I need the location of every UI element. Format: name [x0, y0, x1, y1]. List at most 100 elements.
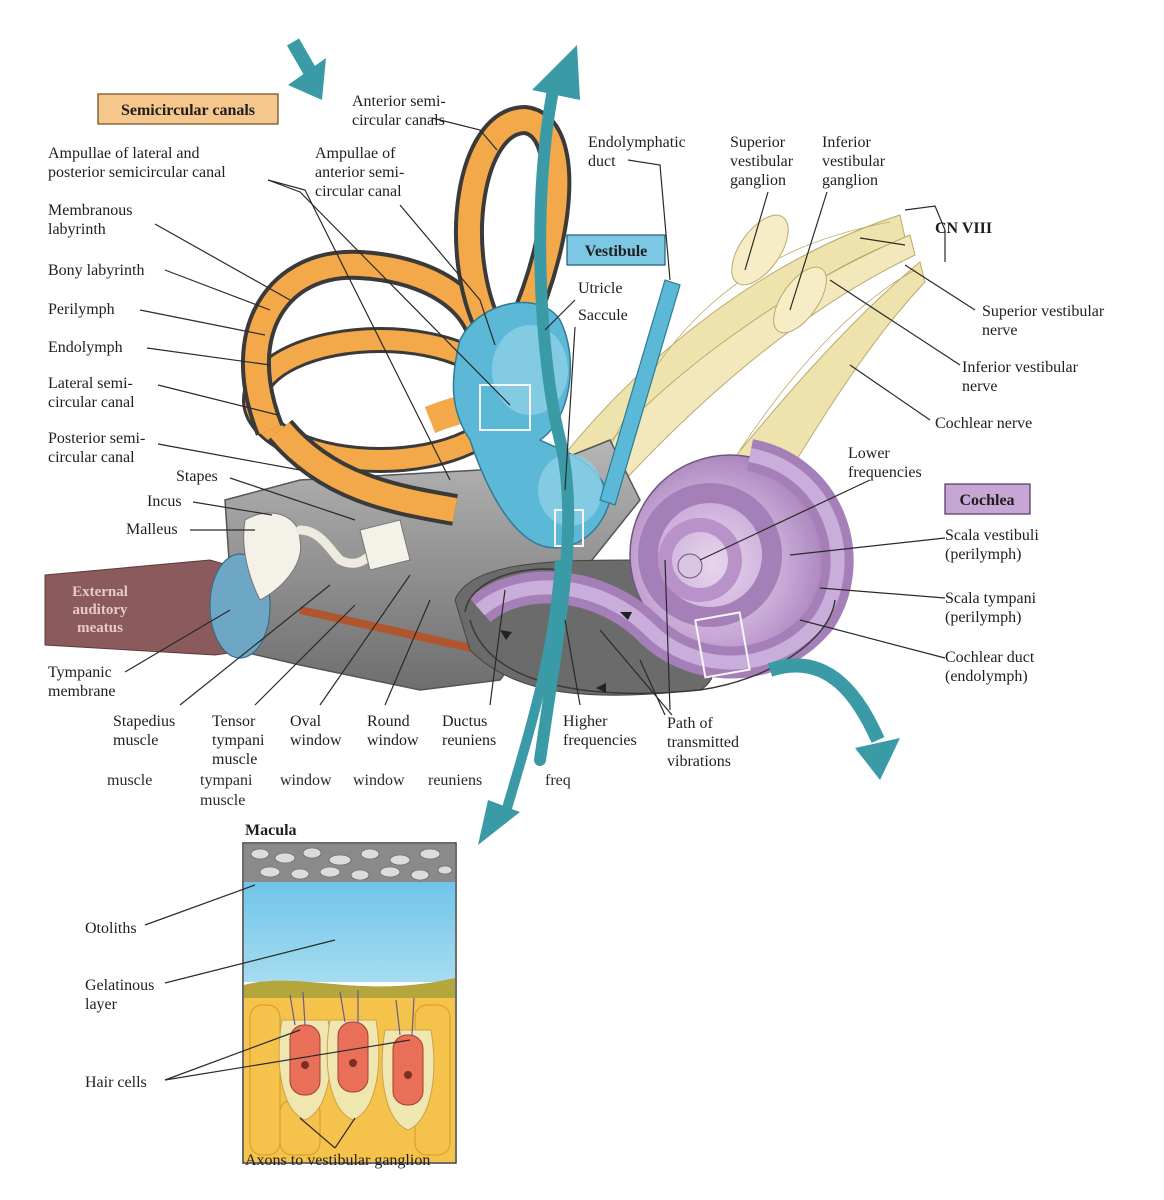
- label-line: Lateral semi-: [48, 375, 133, 392]
- label-line: tympani: [212, 732, 265, 749]
- label-line: Stapes: [176, 468, 218, 485]
- endolymphatic-duct: [599, 279, 681, 506]
- ghost-window-1: window: [280, 772, 332, 789]
- label-otoliths: Otoliths: [85, 920, 137, 937]
- title-vestibule: Vestibule: [566, 234, 666, 266]
- label-line: duct: [588, 153, 616, 170]
- label-tympanic-membrane: Tympanic membrane: [48, 664, 116, 700]
- label-line: Bony labyrinth: [48, 262, 144, 279]
- label-endolymphatic-duct: Endolymphatic duct: [588, 134, 686, 170]
- label-line: frequencies: [848, 464, 922, 481]
- label-line: Cochlear nerve: [935, 415, 1032, 432]
- label-line: layer: [85, 996, 118, 1013]
- label-line: Saccule: [578, 307, 628, 324]
- vestibule-title: Vestibule: [585, 243, 648, 260]
- label-bony-labyrinth: Bony labyrinth: [48, 262, 144, 279]
- title-cochlea: Cochlea: [944, 483, 1031, 515]
- label-line: Perilymph: [48, 301, 115, 318]
- ghost-muscle-2: muscle: [200, 792, 245, 809]
- label-line: Cochlear duct: [945, 649, 1035, 666]
- label-line: Posterior semi-: [48, 430, 145, 447]
- label-line: Tensor: [212, 713, 256, 730]
- label-line: window: [367, 732, 419, 749]
- label-line: (endolymph): [945, 668, 1028, 685]
- label-line: labyrinth: [48, 221, 106, 238]
- label-higher-frequencies: Higher frequencies: [563, 713, 637, 749]
- label-gelatinous-layer: Gelatinous layer: [85, 977, 154, 1013]
- label-saccule: Saccule: [578, 307, 628, 324]
- ghost-muscle: muscle: [107, 772, 152, 789]
- label-line: vestibular: [730, 153, 794, 170]
- label-hair-cells: Hair cells: [85, 1074, 147, 1091]
- meatus-line-3: meatus: [77, 620, 123, 636]
- label-line: Path of: [667, 715, 713, 732]
- label-line: Superior: [730, 134, 786, 151]
- label-line: membrane: [48, 683, 116, 700]
- label-cochlear-duct: Cochlear duct (endolymph): [945, 649, 1035, 685]
- label-line: Gelatinous: [85, 977, 154, 994]
- label-membranous-labyrinth: Membranous labyrinth: [48, 202, 132, 238]
- label-line: posterior semicircular canal: [48, 164, 226, 181]
- label-line: ganglion: [822, 172, 878, 189]
- label-line: reuniens: [442, 732, 496, 749]
- label-line: (perilymph): [945, 609, 1021, 626]
- label-line: Ampullae of lateral and: [48, 145, 200, 162]
- label-line: window: [290, 732, 342, 749]
- cochlea-title: Cochlea: [959, 492, 1014, 509]
- label-line: Hair cells: [85, 1074, 147, 1091]
- ghost-freq: freq: [545, 772, 571, 789]
- label-ampullae-lateral: Ampullae of lateral and posterior semicir…: [48, 145, 226, 181]
- label-line: Round: [367, 713, 410, 730]
- label-line: vestibular: [822, 153, 886, 170]
- ghost-window-2: window: [353, 772, 405, 789]
- ghost-reuniens: reuniens: [428, 772, 482, 789]
- ossicles: [243, 512, 411, 601]
- label-line: Otoliths: [85, 920, 137, 937]
- label-line: frequencies: [563, 732, 637, 749]
- label-axons: Axons to vestibular ganglion: [245, 1152, 430, 1169]
- label-line: circular canal: [48, 394, 135, 411]
- semicircular-canals-title: Semicircular canals: [121, 102, 255, 119]
- label-line: Endolymphatic: [588, 134, 686, 151]
- label-line: Axons to vestibular ganglion: [245, 1152, 430, 1169]
- label-line: (perilymph): [945, 546, 1021, 563]
- label-utricle: Utricle: [578, 280, 622, 297]
- label-line: circular canals: [352, 112, 445, 129]
- label-line: anterior semi-: [315, 164, 404, 181]
- label-malleus: Malleus: [126, 521, 178, 538]
- label-line: Ampullae of: [315, 145, 396, 162]
- ghost-text-row: muscle tympani muscle window window reun…: [107, 772, 571, 809]
- label-line: Lower: [848, 445, 890, 462]
- label-line: Utricle: [578, 280, 622, 297]
- label-scala-tympani: Scala tympani(perilymph): [945, 590, 1037, 626]
- label-scala-vestibuli: Scala vestibuli(perilymph): [945, 527, 1039, 563]
- leader-lines: [124, 117, 976, 1149]
- label-line: Membranous: [48, 202, 132, 219]
- cn-viii-title: CN VIII: [935, 220, 992, 237]
- label-line: Superior vestibular: [982, 303, 1105, 320]
- meatus-line-1: External: [72, 584, 128, 600]
- label-line: Ductus: [442, 713, 487, 730]
- meatus-line-2: auditory: [72, 602, 128, 618]
- label-line: Higher: [563, 713, 608, 730]
- label-line: transmitted: [667, 734, 739, 751]
- label-anterior-canals: Anterior semi-circular canals: [352, 93, 446, 129]
- label-line: Tympanic: [48, 664, 112, 681]
- ghost-tympani: tympani: [200, 772, 253, 789]
- label-stapes: Stapes: [176, 468, 218, 485]
- label-line: Anterior semi-: [352, 93, 446, 110]
- label-ductus-reuniens: Ductus reuniens: [442, 713, 496, 749]
- label-posterior-canal: Posterior semi-circular canal: [48, 430, 145, 466]
- label-endolymph: Endolymph: [48, 339, 123, 356]
